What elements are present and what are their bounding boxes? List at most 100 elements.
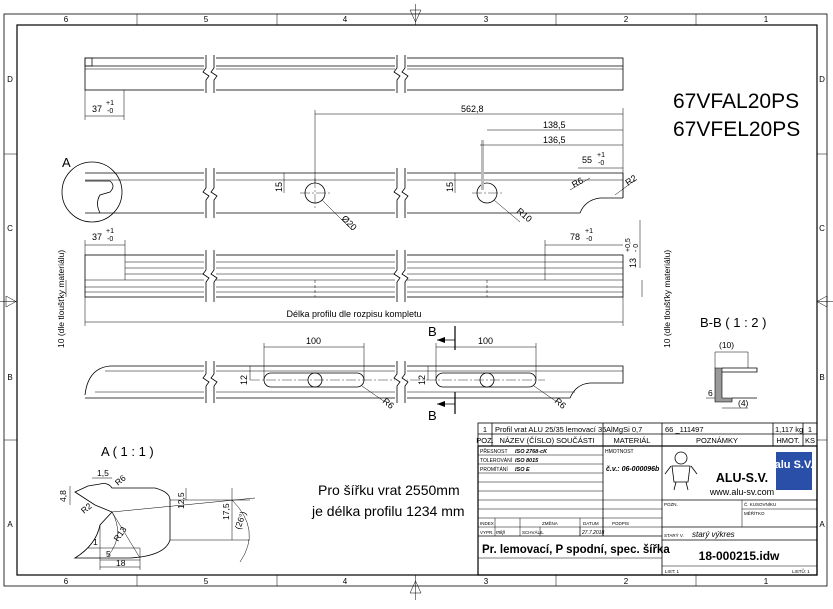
col-label: 4 <box>343 577 348 586</box>
col-label: 5 <box>204 577 209 586</box>
detail-dim: R13 <box>111 524 128 543</box>
section-bb: B-B ( 1 : 2 ) (10) 6 (4) <box>700 315 766 409</box>
col-label: 2 <box>624 15 629 24</box>
thickness-label-left: 10 (dle tloušťky materiálu) <box>56 250 66 348</box>
part-title: Pr. lemovací, P spodní, spec. šířka <box>482 544 670 556</box>
drawing-frame <box>0 4 833 600</box>
detail-dim: (26°) <box>232 510 248 531</box>
file-name: 18-000215.idw <box>699 549 780 563</box>
note-line: Pro šířku vrat 2550mm <box>318 482 460 498</box>
thickness-label-right: 10 (dle tloušťky materiálu) <box>662 250 672 348</box>
col-label: 3 <box>484 15 489 24</box>
tb-label: INDEX <box>480 521 494 526</box>
length-label: Délka profilu dle rozpisu kompletu <box>286 309 421 319</box>
detail-dim: R6 <box>113 473 128 488</box>
bom-cell: 1 <box>483 425 487 434</box>
dim-tol: +1 <box>585 228 593 235</box>
tb-label: SCHVÁLIL <box>522 529 544 535</box>
title-block: PŘESNOST ISO 2768-cK TOLEROVÁNÍ ISO 8015… <box>477 445 818 576</box>
dim-text: R10 <box>515 206 534 224</box>
dim-tol: -0 <box>598 160 604 167</box>
dim-text: 13 <box>628 258 638 268</box>
tb-label: PODPIS <box>612 521 629 526</box>
detail-title: A ( 1 : 1 ) <box>101 444 154 459</box>
dim-tol: +0,5 <box>625 238 632 252</box>
detail-dim: 1 <box>93 537 98 547</box>
section-mark: B <box>428 324 437 339</box>
detail-a: A ( 1 : 1 ) 1,5 4,8 R6 R2 12,5 17,5 (26°… <box>58 444 256 570</box>
tb-label: ZMĚNA <box>542 519 558 526</box>
section-mark: B <box>428 408 437 423</box>
detail-dim: 1,5 <box>97 468 109 478</box>
dim-text: 100 <box>478 336 493 346</box>
dim-text: 15 <box>445 182 455 192</box>
tb-value: ISO 2768-cK <box>515 449 548 455</box>
bom-header: NÁZEV (ČÍSLO) SOUČÁSTI <box>499 436 594 445</box>
bb-dim: 6 <box>708 388 713 398</box>
bom-cell: AlMgSi 0,7 <box>606 425 642 434</box>
dim-tol: -0 <box>107 236 113 243</box>
dim-tol: -0 <box>586 236 592 243</box>
dim-text: 12 <box>239 375 249 385</box>
tb-label: STARÝ V. <box>664 532 684 538</box>
dim-text: 136,5 <box>543 135 566 145</box>
bom-cell: Profil vrat ALU 25/35 lemovací 35 <box>495 425 606 434</box>
tb-label: DATUM <box>583 521 599 526</box>
bb-dim: (4) <box>738 398 749 408</box>
side-view: 37 +1 -0 78 +1 -0 Délka profilu dle rozp… <box>56 228 672 348</box>
tb-label: HMOTNOST <box>605 449 634 455</box>
row-label: A <box>7 520 13 529</box>
col-label: 5 <box>204 15 209 24</box>
dim-text: Ø20 <box>340 213 359 232</box>
col-label: 4 <box>343 15 348 24</box>
plate-view: A 562,8 138,5 136,5 55 +1 -0 15 15 <box>61 104 641 268</box>
tb-value: 27.7.2018 <box>581 530 604 536</box>
dim-tol: -0 <box>107 108 113 115</box>
row-label: B <box>819 373 824 382</box>
bom-cell: 66 _111497 <box>665 425 704 434</box>
dim-text: 138,5 <box>543 120 566 130</box>
col-label: 3 <box>484 577 489 586</box>
dim-tol: +1 <box>106 100 114 107</box>
tb-value: starý výkres <box>692 530 735 539</box>
dim-text: 78 <box>570 232 580 242</box>
bom-cell: 1,117 kg <box>775 425 803 434</box>
col-label: 2 <box>624 577 629 586</box>
detail-dim: 4,8 <box>58 490 68 502</box>
tb-label: LISTŮ: 1 <box>792 568 810 574</box>
tb-label: PROMÍTÁNÍ <box>480 466 508 473</box>
bom-header: POZ. <box>476 436 494 445</box>
frame-labels: 6 5 4 3 2 1 6 5 4 3 2 1 D C B A D C B A <box>7 15 825 586</box>
bom-header: POZNÁMKY <box>696 436 738 445</box>
company-logo: alu S.V. <box>664 451 813 491</box>
bom-header: HMOT. <box>776 436 799 445</box>
dim-text: 55 <box>582 155 592 165</box>
bb-dim: (10) <box>719 340 734 350</box>
col-label: 1 <box>764 577 769 586</box>
part-code: 67VFEL20PS <box>673 118 800 141</box>
col-label: 1 <box>764 15 769 24</box>
detail-dim: 12,5 <box>176 492 186 509</box>
tb-label: VYPR. <box>480 530 494 535</box>
col-label: 6 <box>64 15 69 24</box>
row-label: C <box>819 224 825 233</box>
tb-label: Č. KUSOVNÍKU <box>744 501 776 507</box>
bom-header: KS <box>805 436 815 445</box>
detail-dim: 17,5 <box>221 503 231 520</box>
dim-text: 562,8 <box>461 104 484 114</box>
row-label: C <box>7 224 13 233</box>
dim-text: 37 <box>92 232 102 242</box>
dim-tol: - 0 <box>633 244 640 252</box>
dim-tol: +1 <box>106 228 114 235</box>
tb-value: ISO E <box>515 467 530 473</box>
dim-text: 37 <box>92 104 102 114</box>
dim-tol: +1 <box>597 152 605 159</box>
detail-dim: 5 <box>106 549 111 559</box>
tb-label: LIST: 1 <box>665 569 680 574</box>
drawing-number-old: č.v.: 06-000096b <box>606 466 660 473</box>
bom-cell: 1 <box>808 425 812 434</box>
tb-label: TOLEROVÁNÍ <box>480 457 513 464</box>
row-label: A <box>819 520 825 529</box>
